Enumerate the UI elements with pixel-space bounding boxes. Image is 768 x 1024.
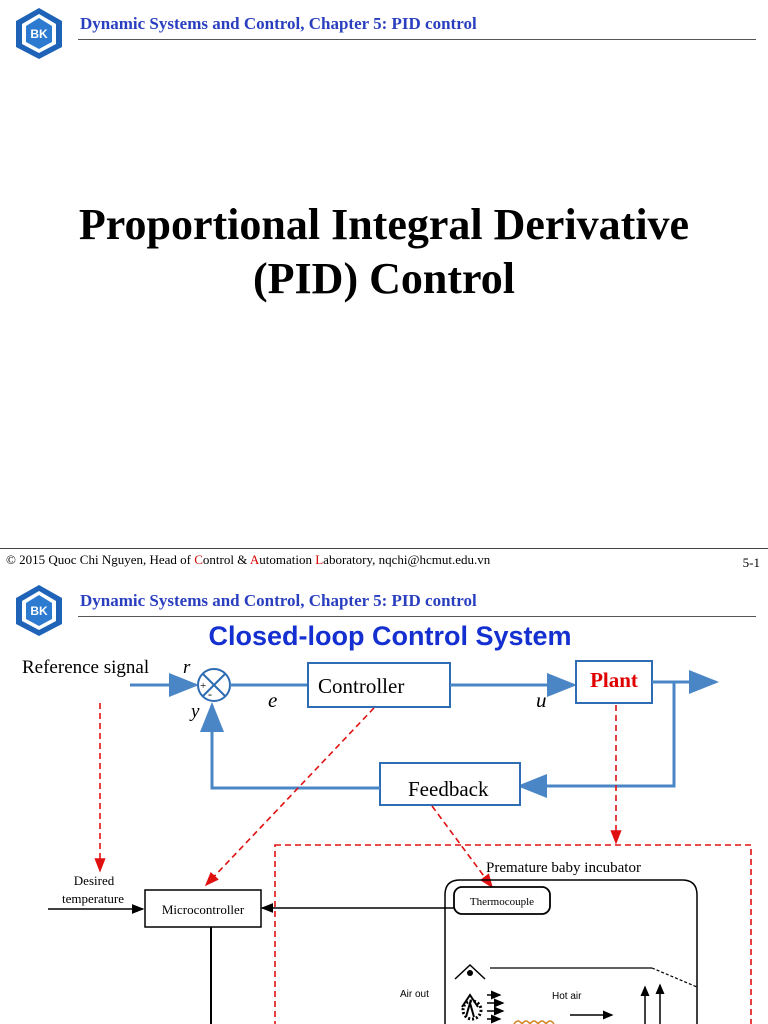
plus-sign: + <box>200 680 206 692</box>
footer-divider <box>0 548 768 549</box>
header-divider <box>78 616 756 617</box>
controller-block <box>307 662 451 708</box>
controller-label: Controller <box>318 674 404 698</box>
u-symbol: u <box>536 688 547 712</box>
desired-label-line-1: Desired <box>74 873 115 888</box>
thermocouple-label: Thermocouple <box>470 896 534 908</box>
air-out-label: Air out <box>400 989 429 1000</box>
incubator-label: Premature baby incubator <box>486 860 641 876</box>
controller-to-microcontroller-arrow <box>204 707 375 887</box>
header-title: Dynamic Systems and Control, Chapter 5: … <box>80 591 477 610</box>
bk-logo-icon: BK <box>16 585 62 636</box>
footer-letter-l: L <box>315 552 324 567</box>
air-flow-arrows <box>487 990 505 1024</box>
heater-coil-icon <box>513 1020 555 1024</box>
incubator-body <box>444 879 698 1024</box>
header-title: Dynamic Systems and Control, Chapter 5: … <box>80 14 477 33</box>
incubator-lid-line <box>651 967 698 988</box>
feedback-to-thermocouple-arrow <box>431 805 493 889</box>
slide-2: BK Dynamic Systems and Control, Chapter … <box>0 577 768 1024</box>
slide-main-title: Proportional Integral Derivative (PID) C… <box>0 198 768 306</box>
e-symbol: e <box>268 688 277 712</box>
y-symbol: y <box>189 701 200 722</box>
footer-copyright: © 2015 Quoc Chi Nguyen, Head of Control … <box>6 552 490 568</box>
footer-aboratory: aboratory, nqchi@hcmut.edu.vn <box>323 552 491 567</box>
page-number: 5-1 <box>742 555 760 570</box>
feedback-label: Feedback <box>408 777 489 801</box>
r-symbol: r <box>183 657 191 678</box>
title-line-2: (PID) Control <box>253 254 515 303</box>
reference-signal-label: Reference signal <box>22 657 149 678</box>
desired-label-line-2: temperature <box>62 891 124 906</box>
footer-prefix: © 2015 Quoc Chi Nguyen, Head of <box>6 552 195 567</box>
output-to-feedback-line <box>517 682 676 798</box>
feedback-block <box>379 762 521 806</box>
slide-1: BK Dynamic Systems and Control, Chapter … <box>0 8 768 570</box>
footer-utomation: utomation <box>259 552 316 567</box>
bk-logo-icon: BK <box>16 8 62 59</box>
summing-junction: + - <box>197 668 231 702</box>
logo-text: BK <box>30 27 48 41</box>
title-line-1: Proportional Integral Derivative <box>78 200 690 249</box>
plant-label: Plant <box>590 668 638 692</box>
closed-loop-diagram: Reference signal r + - y e Controller u … <box>22 657 752 1024</box>
hot-air-label: Hot air <box>552 991 582 1002</box>
footer-letter-c: C <box>194 552 203 567</box>
footer-ontrol: ontrol & <box>202 552 250 567</box>
minus-sign: - <box>208 687 212 701</box>
logo-text: BK <box>30 604 48 618</box>
thermocouple-block <box>453 886 551 915</box>
slide-title: Closed-loop Control System <box>208 621 572 651</box>
microcontroller-label: Microcontroller <box>162 902 245 917</box>
feedback-return-line <box>200 702 380 790</box>
fan-icon <box>454 963 486 1021</box>
footer-letter-a: A <box>249 552 260 567</box>
incubator-region <box>274 844 752 1024</box>
header-divider <box>78 39 756 40</box>
